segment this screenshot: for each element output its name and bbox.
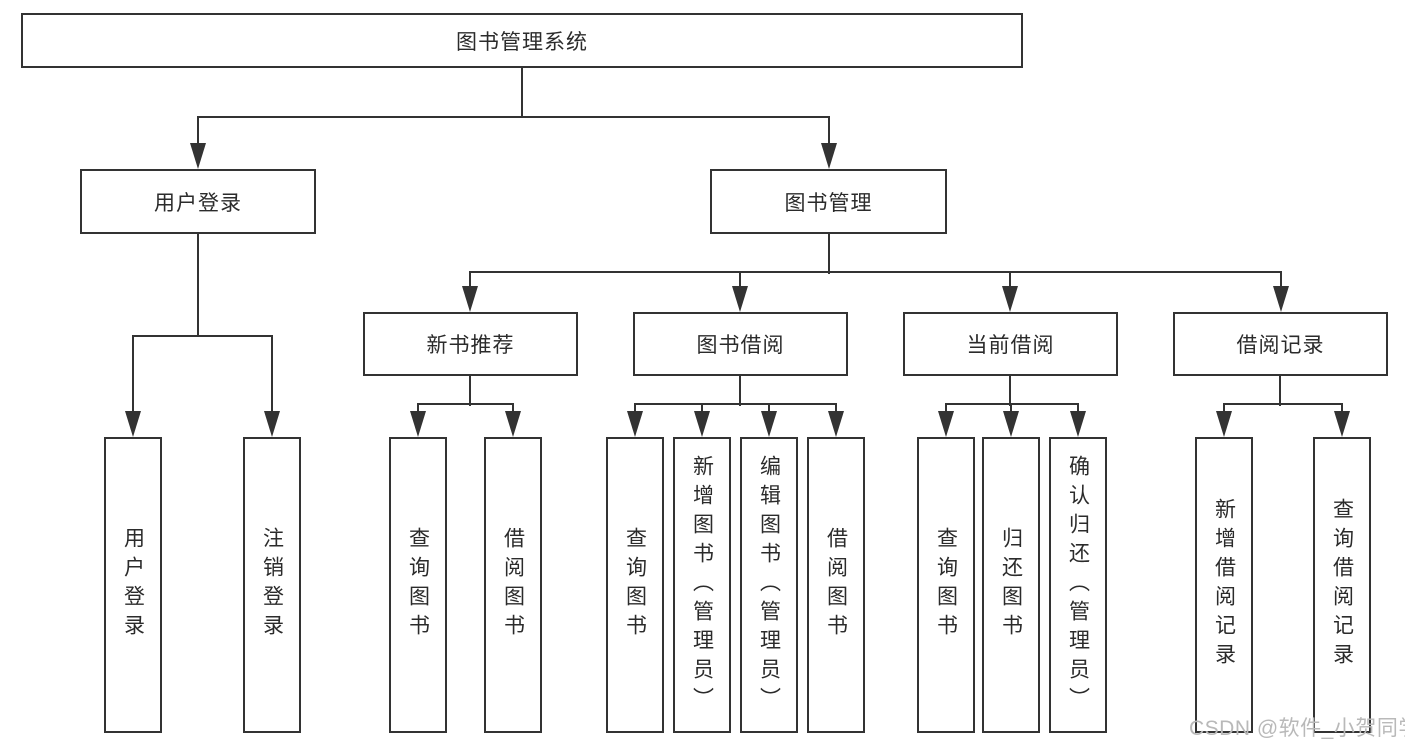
node-book-borrow-label: 图书借阅 (696, 334, 785, 357)
arrowhead-icon (462, 286, 478, 312)
connector-line (828, 234, 830, 274)
leaf-records-add-record: 新增借阅记录 (1195, 437, 1253, 733)
leaf-label: 查询图书 (406, 527, 430, 643)
leaf-user-login-action: 用户登录 (104, 437, 162, 733)
leaf-current-confirm-return-admin: 确认归还（管理员） (1049, 437, 1107, 733)
leaf-borrow-borrow-book: 借阅图书 (807, 437, 865, 733)
arrowhead-icon (410, 411, 426, 437)
node-current-borrow-label: 当前借阅 (966, 334, 1055, 357)
connector-line (521, 68, 523, 118)
connector-line (469, 272, 471, 292)
node-new-book-recommend-label: 新书推荐 (426, 334, 515, 357)
node-root-system: 图书管理系统 (21, 13, 1023, 68)
node-book-management-label: 图书管理 (784, 191, 873, 215)
arrowhead-icon (1070, 411, 1086, 437)
connector-line (634, 403, 837, 405)
leaf-records-query-record: 查询借阅记录 (1313, 437, 1371, 733)
leaf-label: 借阅图书 (501, 527, 525, 643)
arrowhead-icon (627, 411, 643, 437)
connector-line (634, 404, 636, 417)
leaf-label: 查询借阅记录 (1330, 498, 1354, 672)
connector-line (197, 117, 199, 149)
leaf-recommend-borrow-book: 借阅图书 (484, 437, 542, 733)
leaf-current-return-book: 归还图书 (982, 437, 1040, 733)
leaf-label: 新增借阅记录 (1212, 498, 1236, 672)
node-user-login-label: 用户登录 (154, 191, 242, 215)
node-book-borrow: 图书借阅 (633, 312, 848, 376)
connector-line (417, 404, 419, 417)
leaf-label: 查询图书 (623, 527, 647, 643)
connector-line (701, 404, 703, 417)
connector-line (1341, 404, 1343, 417)
leaf-label: 查询图书 (934, 527, 958, 643)
connector-line (469, 376, 471, 406)
connector-line (768, 404, 770, 417)
node-book-management: 图书管理 (710, 169, 947, 234)
leaf-current-query-book: 查询图书 (917, 437, 975, 733)
node-borrow-records: 借阅记录 (1173, 312, 1388, 376)
connector-line (1077, 404, 1079, 417)
connector-line (945, 404, 947, 417)
arrowhead-icon (505, 411, 521, 437)
connector-line (512, 404, 514, 417)
connector-line (1009, 272, 1011, 292)
connector-line (828, 117, 830, 149)
connector-line (1223, 404, 1225, 417)
connector-line (469, 271, 1282, 273)
node-new-book-recommend: 新书推荐 (363, 312, 578, 376)
node-borrow-records-label: 借阅记录 (1236, 334, 1325, 357)
arrowhead-icon (1273, 286, 1289, 312)
leaf-label: 借阅图书 (824, 527, 848, 643)
leaf-label: 新增图书（管理员） (690, 454, 714, 716)
connector-line (1223, 403, 1343, 405)
arrowhead-icon (1216, 411, 1232, 437)
arrowhead-icon (938, 411, 954, 437)
arrowhead-icon (732, 286, 748, 312)
arrowhead-icon (264, 411, 280, 437)
leaf-label: 编辑图书（管理员） (757, 454, 781, 716)
connector-line (1279, 376, 1281, 406)
connector-line (271, 336, 273, 417)
connector-line (1010, 404, 1012, 417)
connector-line (1280, 272, 1282, 292)
connector-line (132, 335, 273, 337)
node-current-borrow: 当前借阅 (903, 312, 1118, 376)
arrowhead-icon (821, 143, 837, 169)
connector-line (835, 404, 837, 417)
leaf-label: 用户登录 (121, 527, 145, 643)
leaf-label: 确认归还（管理员） (1066, 454, 1090, 716)
arrowhead-icon (694, 411, 710, 437)
node-user-login: 用户登录 (80, 169, 316, 234)
arrowhead-icon (190, 143, 206, 169)
connector-line (132, 336, 134, 417)
connector-line (197, 234, 199, 337)
connector-line (197, 116, 830, 118)
node-root-label: 图书管理系统 (456, 30, 588, 54)
leaf-recommend-query-book: 查询图书 (389, 437, 447, 733)
connector-line (739, 376, 741, 406)
arrowhead-icon (1002, 286, 1018, 312)
arrowhead-icon (1003, 411, 1019, 437)
arrowhead-icon (761, 411, 777, 437)
leaf-borrow-edit-book-admin: 编辑图书（管理员） (740, 437, 798, 733)
connector-line (739, 272, 741, 292)
connector-line (945, 403, 1079, 405)
watermark: CSDN @软件_小贺同学 (1189, 717, 1405, 740)
arrowhead-icon (125, 411, 141, 437)
leaf-label: 注销登录 (260, 527, 284, 643)
leaf-borrow-query-book: 查询图书 (606, 437, 664, 733)
connector-line (417, 403, 514, 405)
leaf-label: 归还图书 (999, 527, 1023, 643)
arrowhead-icon (1334, 411, 1350, 437)
connector-line (1009, 376, 1011, 406)
leaf-logout-action: 注销登录 (243, 437, 301, 733)
arrowhead-icon (828, 411, 844, 437)
leaf-borrow-add-book-admin: 新增图书（管理员） (673, 437, 731, 733)
